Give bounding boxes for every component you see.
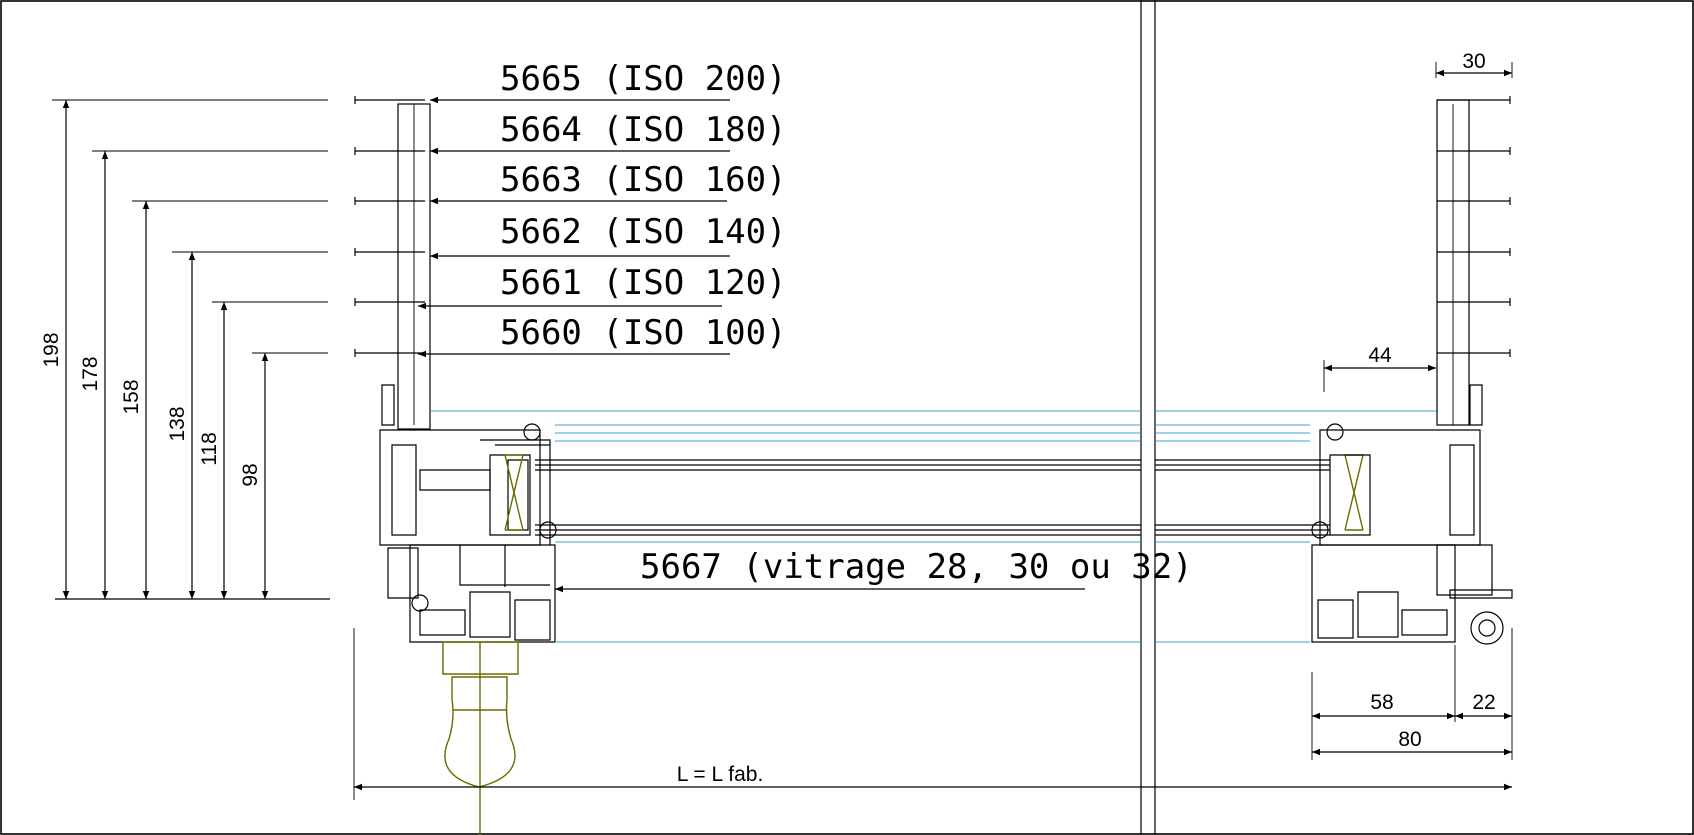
dim-118: 118 [198,432,221,465]
dim-178: 178 [79,356,102,391]
glazing-unit [504,454,1364,536]
label-5660: 5660 (ISO 100) [500,313,787,353]
dim-22: 22 [1472,691,1495,714]
horizontal-dimensions: 30 44 58 22 80 L = L fab. [353,50,1513,800]
right-frame-section [1311,96,1513,645]
dim-98: 98 [239,463,262,486]
dim-80: 80 [1398,728,1421,751]
label-5662: 5662 (ISO 140) [500,212,787,252]
vertical-dimensions: 198 178 158 138 118 98 [40,100,269,599]
dim-158: 158 [120,379,143,414]
left-frame-section [52,96,557,835]
dim-138: 138 [166,406,189,441]
dim-198: 198 [40,332,63,367]
label-5664: 5664 (ISO 180) [500,110,787,150]
break-lines [1140,0,1156,835]
profile-labels: 5665 (ISO 200) 5664 (ISO 180) 5663 (ISO … [418,59,1193,593]
dim-width: L = L fab. [677,763,764,786]
handle [442,641,519,835]
glass-reference-lines [430,410,1437,643]
label-5663: 5663 (ISO 160) [500,160,787,200]
label-glazing: 5667 (vitrage 28, 30 ou 32) [640,547,1193,587]
dim-44: 44 [1368,344,1392,367]
label-5661: 5661 (ISO 120) [500,263,787,303]
label-5665: 5665 (ISO 200) [500,59,787,99]
dim-58: 58 [1370,691,1393,714]
dim-30: 30 [1462,50,1485,73]
